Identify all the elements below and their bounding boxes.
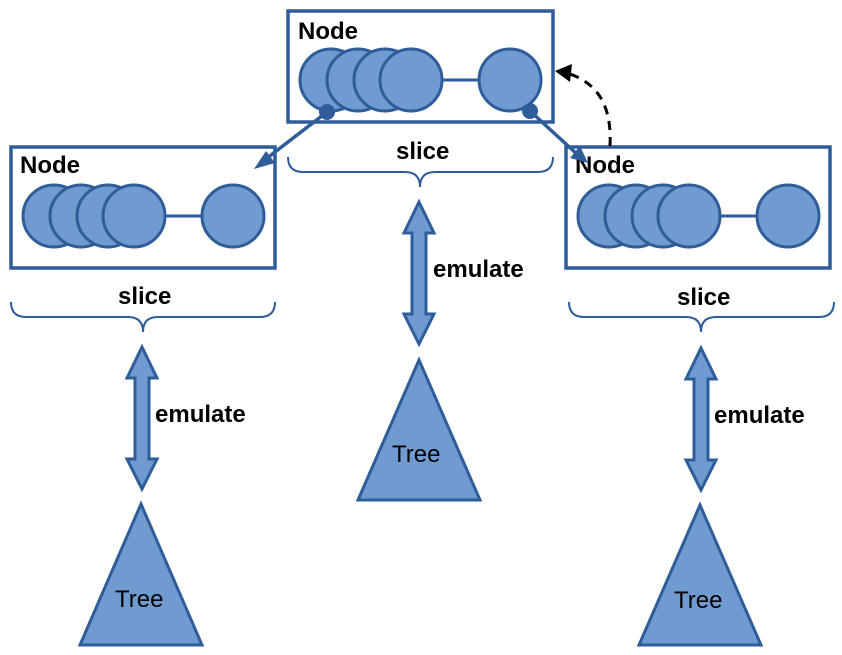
dashed-pointer-head [555, 64, 572, 82]
pointer-top-to-left [254, 104, 335, 169]
slice-brace-left [10, 301, 276, 333]
tree-label-top: Tree [392, 441, 440, 468]
pointer-top-to-left-line [260, 110, 329, 164]
emulate-arrow-top [401, 198, 437, 348]
slice-label-right: slice [677, 284, 730, 311]
pointer-top-to-right-line [528, 109, 581, 158]
pointer-top-to-right-dot [522, 103, 538, 119]
node-left: Node [9, 145, 277, 270]
dashed-pointer-right-to-top [555, 64, 612, 147]
emulate-arrow-left [124, 343, 160, 493]
slice-label-left: slice [118, 283, 171, 310]
emulate-label-left: emulate [155, 401, 246, 428]
emulate-arrow-right [683, 344, 719, 494]
node-right-label: Node [575, 152, 635, 179]
node-left-circle-5 [200, 183, 266, 249]
slice-brace-top [287, 156, 554, 188]
slice-brace-right [568, 301, 835, 333]
node-left-circle-4 [101, 183, 167, 249]
pointer-top-to-right [522, 103, 588, 163]
dashed-pointer-line [569, 72, 612, 147]
tree-left [77, 500, 205, 647]
node-top-circle-4 [378, 47, 444, 113]
tree-label-right: Tree [674, 587, 722, 614]
pointer-top-to-left-dot [319, 104, 335, 120]
pointer-top-to-left-head [254, 151, 275, 169]
node-right: Node [564, 145, 832, 270]
node-top-label: Node [298, 18, 358, 45]
slice-label-top: slice [396, 138, 449, 165]
tree-label-left: Tree [115, 586, 163, 613]
pointer-top-to-right-head [570, 146, 588, 163]
node-top-circle-5 [477, 47, 543, 113]
node-right-circle-4 [656, 183, 722, 249]
node-left-label: Node [20, 152, 80, 179]
tree-right [636, 501, 764, 647]
emulate-label-top: emulate [433, 256, 524, 283]
tree-top [355, 356, 483, 502]
emulate-label-right: emulate [714, 402, 805, 429]
node-right-circle-5 [755, 183, 821, 249]
